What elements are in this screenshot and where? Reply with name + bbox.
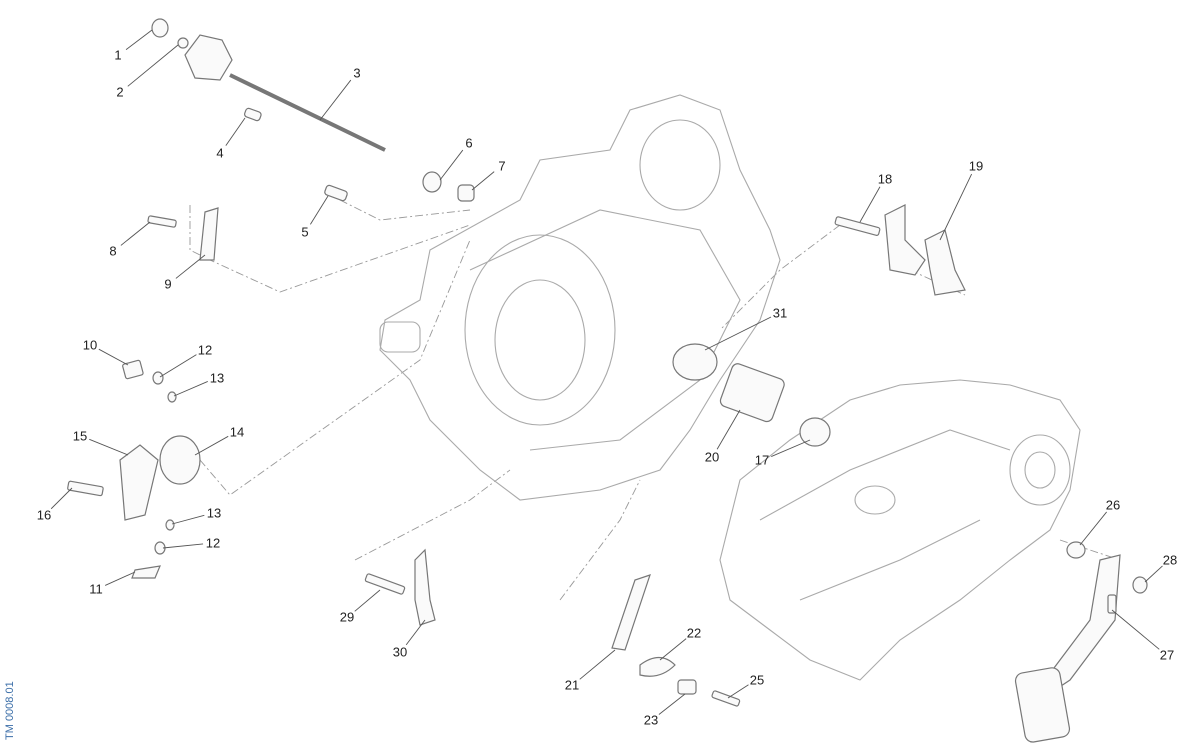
document-id: TM 0008.01: [4, 681, 16, 740]
leader-line-9: [175, 254, 206, 279]
callout-8[interactable]: 8: [109, 243, 117, 259]
callout-7[interactable]: 7: [498, 158, 506, 174]
lever-and-pedal: [611, 541, 1148, 743]
leader-line-17: [771, 439, 811, 457]
callout-26[interactable]: 26: [1105, 497, 1121, 513]
leader-line-10: [98, 348, 129, 366]
callout-1[interactable]: 1: [114, 47, 122, 63]
leader-line-15: [89, 438, 129, 456]
callout-23[interactable]: 23: [643, 712, 659, 728]
right-crankcase-half: [719, 379, 1081, 681]
callout-6[interactable]: 6: [465, 135, 473, 151]
leader-line-26: [1079, 511, 1107, 546]
callout-9[interactable]: 9: [164, 276, 172, 292]
leader-line-7: [471, 171, 495, 191]
leader-line-13: [171, 514, 205, 525]
callout-12[interactable]: 12: [205, 535, 221, 551]
callout-21[interactable]: 21: [564, 677, 580, 693]
leader-line-11: [104, 571, 136, 586]
callout-13[interactable]: 13: [206, 505, 222, 521]
leader-line-27: [1111, 609, 1160, 650]
leader-line-28: [1144, 565, 1163, 583]
callout-2[interactable]: 2: [116, 84, 124, 100]
callout-14[interactable]: 14: [229, 424, 245, 440]
leader-line-29: [354, 589, 381, 612]
leader-line-30: [405, 619, 426, 646]
callout-18[interactable]: 18: [877, 171, 893, 187]
leader-line-18: [859, 186, 881, 223]
shift-drum-and-forks: [364, 204, 966, 626]
leader-line-31: [704, 316, 772, 351]
leader-line-13: [173, 381, 208, 397]
callout-22[interactable]: 22: [686, 625, 702, 641]
leader-line-22: [659, 638, 687, 661]
leader-line-3: [319, 79, 352, 121]
callout-28[interactable]: 28: [1162, 552, 1178, 568]
callout-31[interactable]: 31: [772, 305, 788, 321]
callout-5[interactable]: 5: [301, 224, 309, 240]
leader-line-20: [716, 409, 741, 450]
leader-line-14: [194, 435, 229, 456]
callout-25[interactable]: 25: [749, 672, 765, 688]
callout-12[interactable]: 12: [197, 342, 213, 358]
callout-27[interactable]: 27: [1159, 647, 1175, 663]
leader-line-25: [727, 684, 749, 699]
leader-line-6: [439, 149, 464, 181]
callout-10[interactable]: 10: [82, 337, 98, 353]
callout-19[interactable]: 19: [968, 158, 984, 174]
leader-line-21: [579, 649, 616, 680]
leader-line-2: [127, 44, 179, 87]
callout-30[interactable]: 30: [392, 644, 408, 660]
callout-11[interactable]: 11: [89, 581, 103, 597]
shift-shaft: [147, 18, 475, 261]
leader-line-19: [939, 173, 973, 241]
callout-16[interactable]: 16: [36, 507, 52, 523]
leader-line-12: [162, 543, 204, 549]
leader-line-16: [50, 487, 73, 510]
callout-3[interactable]: 3: [353, 65, 361, 81]
callout-13[interactable]: 13: [209, 370, 225, 386]
callout-20[interactable]: 20: [704, 449, 720, 465]
callout-17[interactable]: 17: [754, 452, 770, 468]
leader-line-5: [310, 195, 329, 225]
leader-line-4: [225, 117, 246, 146]
leader-line-23: [658, 693, 686, 715]
assembly-lines: [189, 199, 1121, 601]
callout-29[interactable]: 29: [339, 609, 355, 625]
callout-4[interactable]: 4: [216, 145, 224, 161]
left-crankcase-half: [379, 94, 781, 501]
leader-line-12: [159, 354, 197, 378]
leader-lines: [50, 29, 1163, 715]
shift-locating-parts: [67, 359, 201, 579]
leader-line-1: [125, 29, 153, 51]
callout-15[interactable]: 15: [72, 428, 88, 444]
leader-line-8: [120, 221, 151, 246]
